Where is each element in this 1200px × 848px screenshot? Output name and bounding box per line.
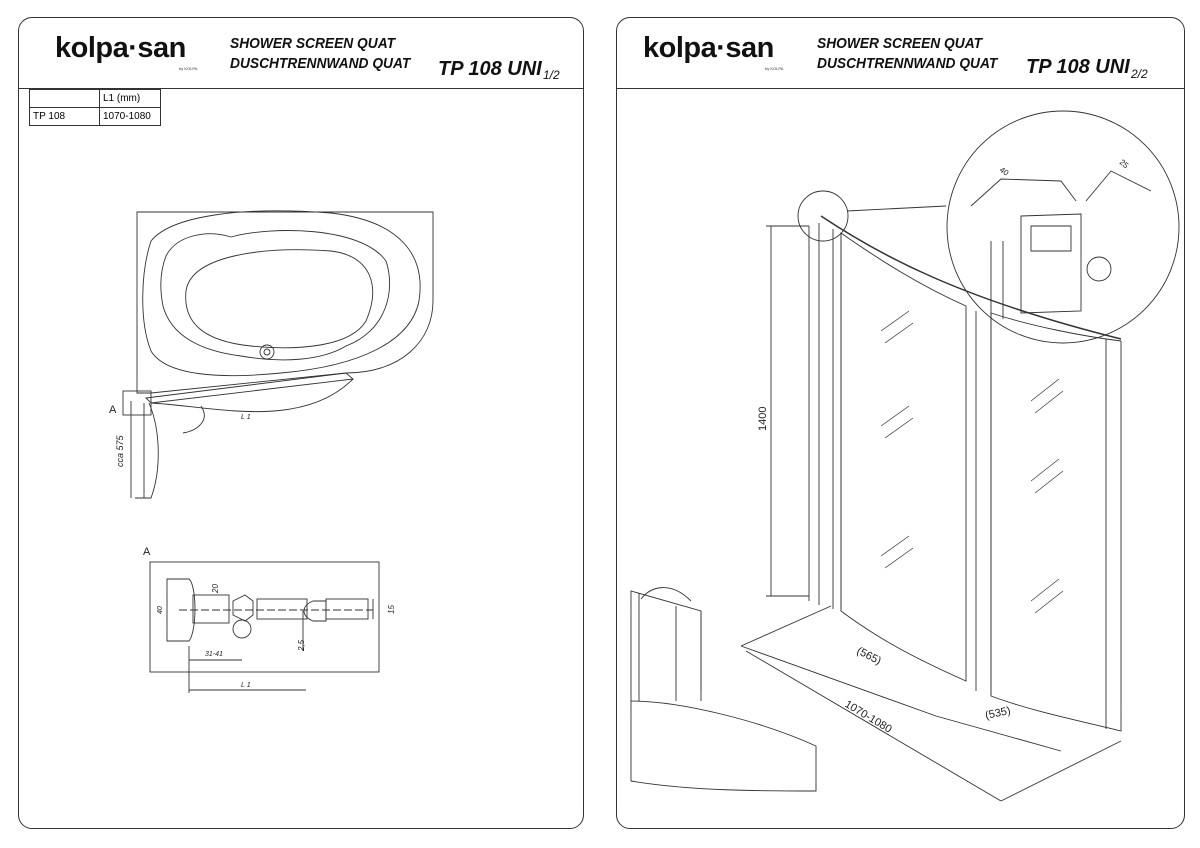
tub-inner: [185, 249, 374, 349]
shower-screen-isometric: 1400 (565) 1070-1080 (535) 40 25: [630, 110, 1180, 802]
height-label: 1400: [757, 407, 769, 431]
dim-15: 15: [387, 605, 396, 614]
profile-part: [232, 594, 254, 622]
width-total-label: 1070-1080: [842, 698, 893, 735]
dim-31-41: 31-41: [205, 651, 223, 658]
thumbnail-screen: [638, 593, 702, 701]
header-divider: [19, 88, 583, 89]
header-divider: [617, 88, 1184, 89]
dim-20: 20: [211, 584, 220, 594]
table-row: TP 108 1070-1080: [29, 107, 161, 126]
l1-label: L 1: [241, 414, 251, 421]
glass-panel-2: [990, 312, 1122, 732]
dim-40: 40: [157, 606, 164, 614]
width-dim-lines: [740, 605, 1122, 802]
detail-title: A: [143, 546, 151, 558]
product-code: TP 108 UNI: [438, 58, 542, 80]
detail-circle-marker: [797, 190, 849, 242]
table-cell: TP 108: [29, 107, 100, 126]
dimension-table: L1 (mm) TP 108 1070-1080: [29, 89, 161, 126]
drawing-sheet-1: kolpa·san by KOLPA SHOWER SCREEN QUAT DU…: [18, 17, 584, 829]
panel-joint: [975, 311, 992, 696]
detail-a-marker: [122, 390, 152, 416]
brand-logo-sub: by KOLPA: [765, 66, 784, 71]
tub-outline: [136, 211, 434, 394]
screen-curve: [150, 378, 354, 413]
detail-zoom-circle: [946, 110, 1180, 344]
dim-2-5: 2,5: [297, 639, 306, 652]
profile-seal: [1086, 256, 1112, 282]
page-number: 2/2: [1131, 67, 1148, 81]
detail-40-label: 40: [998, 165, 1011, 178]
brand-logo-sub: by KOLPA: [179, 66, 198, 71]
bathtub-plan-drawing: A L 1 cca 575 A 40 20 15 2,5 31-41 L 1: [109, 210, 434, 693]
wall-profile: [808, 223, 842, 611]
tub-basin: [160, 230, 390, 361]
glass-panel-1: [840, 232, 967, 682]
swing-panel: [135, 402, 159, 499]
detail-ref-label: A: [109, 404, 117, 416]
profile-part: [303, 600, 327, 622]
leader-line: [846, 205, 947, 212]
page-number: 1/2: [543, 68, 560, 82]
title-english: SHOWER SCREEN QUAT: [817, 36, 983, 52]
tub-rim: [142, 210, 421, 377]
profile-section: [990, 213, 1082, 319]
dim-l1: L 1: [241, 682, 251, 689]
profile-part: [325, 598, 369, 620]
detail-dim-lines: [970, 170, 1152, 207]
brand-logo: kolpa·san: [55, 32, 186, 64]
screen-plan: [145, 372, 355, 404]
detail-a-frame: [149, 561, 380, 673]
profile-wall: [166, 578, 196, 642]
thumbnail-swing-arc: [640, 587, 692, 602]
title-german: DUSCHTRENNWAND QUAT: [230, 56, 411, 72]
glass-reflections: [880, 310, 1064, 614]
swing-arrow-icon: [182, 405, 205, 434]
height-dim-line: [766, 225, 809, 597]
drain-icon: [259, 344, 275, 360]
top-rail: [820, 215, 1122, 340]
title-german: DUSCHTRENNWAND QUAT: [817, 56, 998, 72]
product-code: TP 108 UNI: [1026, 56, 1130, 78]
title-english: SHOWER SCREEN QUAT: [230, 36, 396, 52]
drawing-sheet-2: kolpa·san by KOLPA SHOWER SCREEN QUAT DU…: [616, 17, 1185, 829]
drain-inner: [263, 348, 271, 356]
width-535-label: (535): [984, 705, 1012, 722]
profile-part: [192, 594, 230, 624]
thumbnail-bathtub: [630, 590, 817, 792]
brand-logo: kolpa·san: [643, 32, 774, 64]
cca-label: cca 575: [115, 434, 125, 467]
profile-part: [256, 598, 308, 620]
width-565-label: (565): [855, 645, 883, 667]
profile-part: [232, 619, 252, 639]
detail-25-label: 25: [1118, 158, 1131, 171]
table-cell: 1070-1080: [99, 107, 161, 126]
